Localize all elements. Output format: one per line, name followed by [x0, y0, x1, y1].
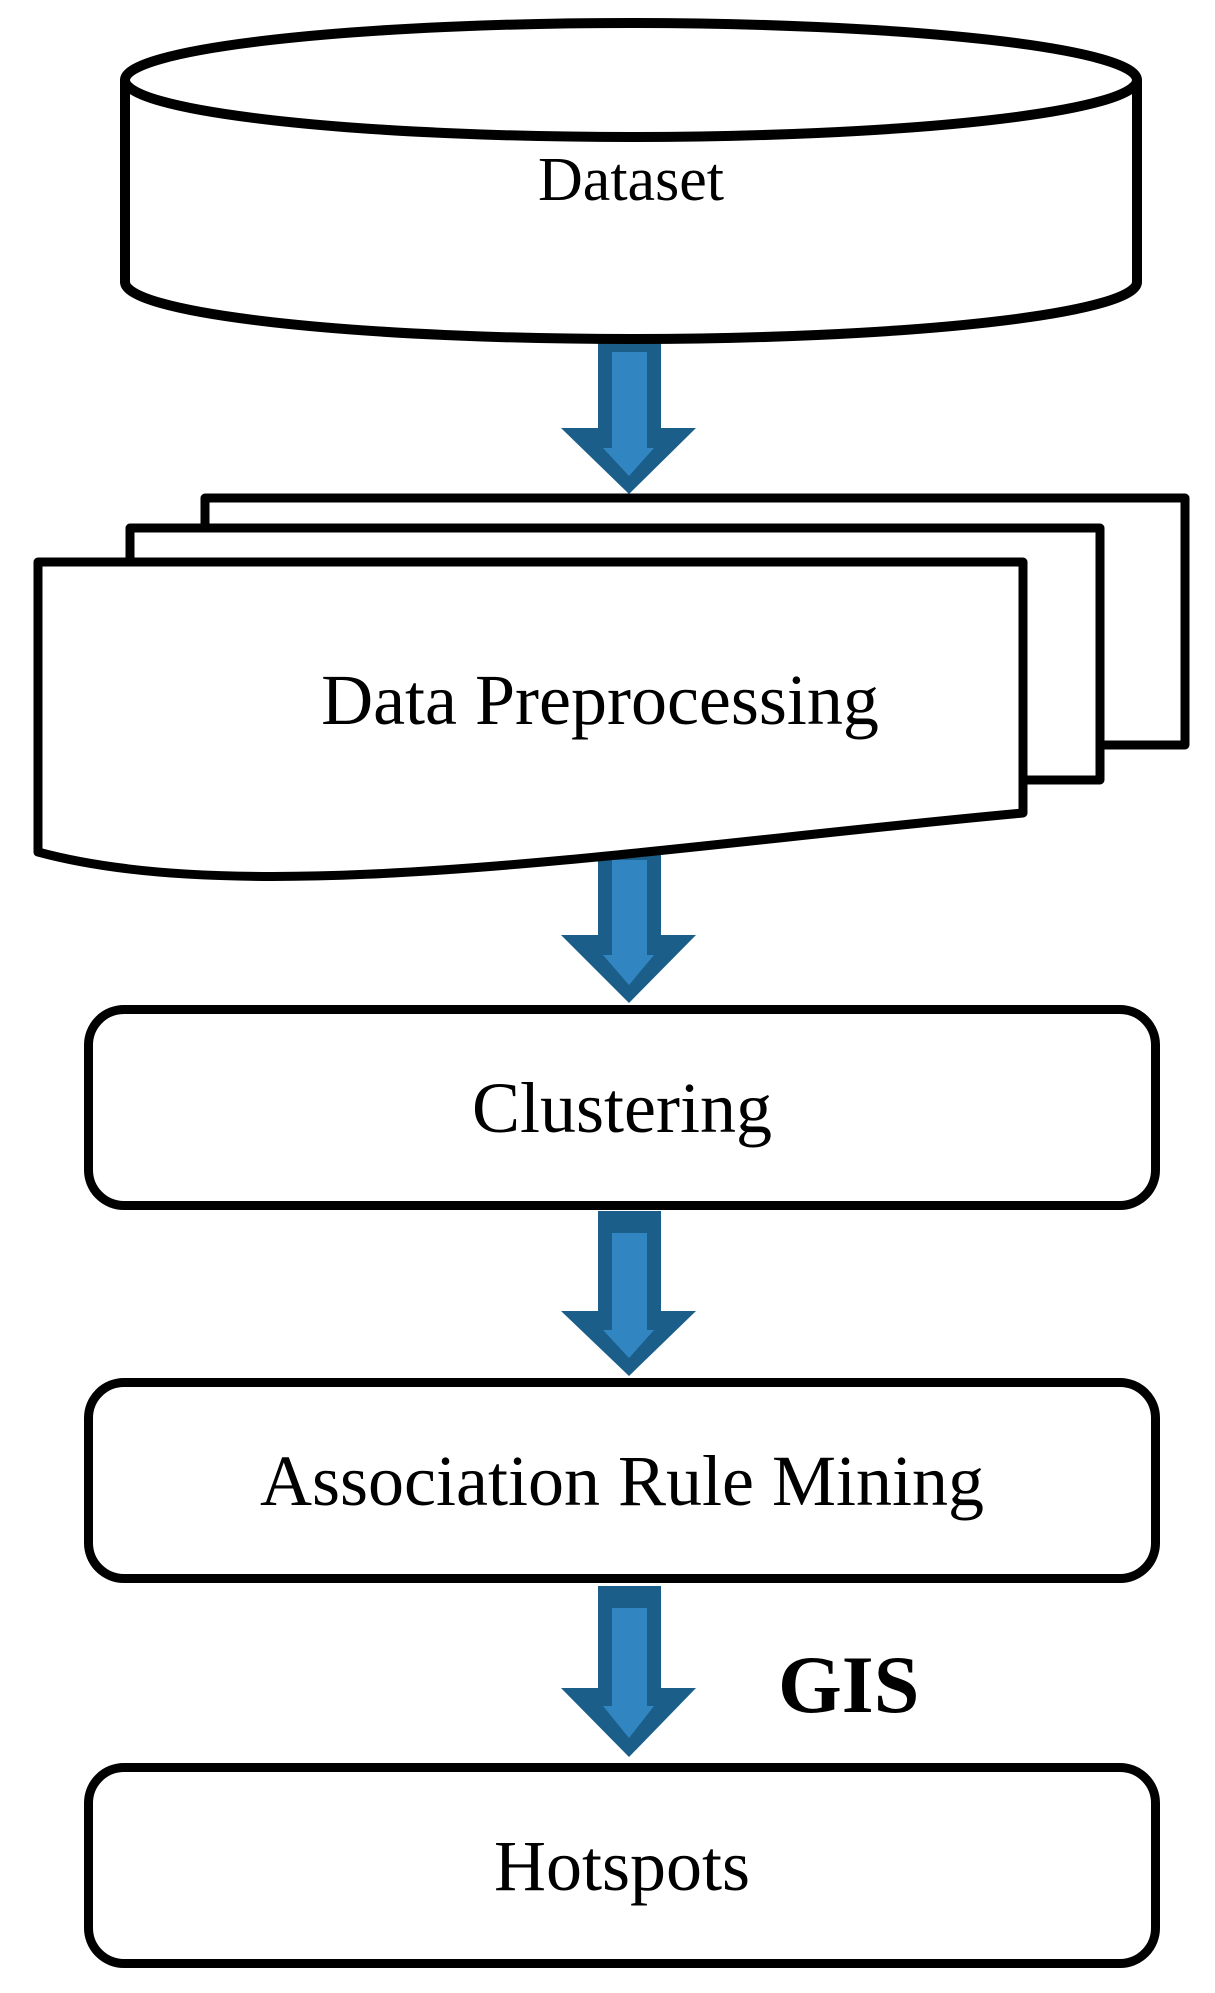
cylinder-body: [120, 80, 1142, 344]
dataset-cylinder: [120, 18, 1142, 344]
arrow-inner: [603, 1608, 654, 1738]
preprocessing-node-label: Data Preprocessing: [321, 660, 879, 740]
arrow-association-to-hotspots: [561, 1586, 696, 1757]
dataset-node-label: Dataset: [538, 146, 724, 214]
arrow-inner: [603, 860, 654, 985]
hotspots-node-label: Hotspots: [493, 1825, 751, 1906]
preprocessing-document-stack: [33, 493, 1190, 881]
association-rule-mining-node-label: Association Rule Mining: [260, 1440, 984, 1521]
arrow-preprocessing-to-clustering: [561, 824, 696, 1003]
association-rule-mining-node: Association Rule Mining: [84, 1378, 1160, 1583]
hotspots-node: Hotspots: [84, 1763, 1160, 1968]
clustering-node: Clustering: [84, 1005, 1160, 1210]
arrow-inner: [603, 352, 654, 476]
arrow-inner: [603, 1233, 654, 1358]
gis-edge-annotation: GIS: [778, 1639, 920, 1730]
cylinder-top-ellipse: [120, 18, 1142, 142]
arrow-dataset-to-preprocessing: [561, 318, 696, 494]
clustering-node-label: Clustering: [472, 1067, 772, 1148]
arrow-clustering-to-association: [561, 1211, 696, 1376]
document-sheet-front: [33, 557, 1028, 881]
